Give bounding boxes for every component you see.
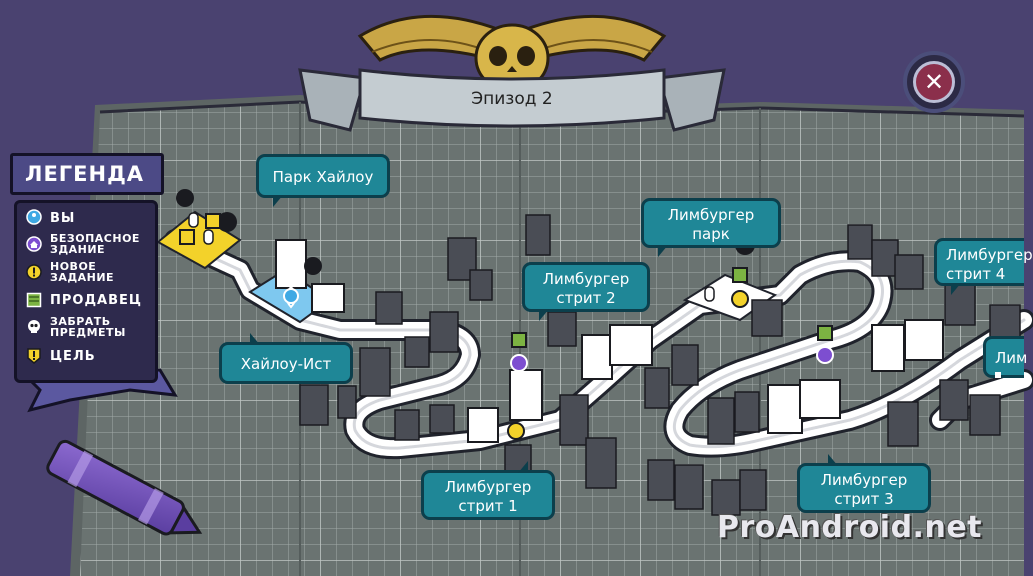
vendor-marker[interactable] (511, 267, 833, 348)
safe-house-icon (25, 235, 43, 253)
legend-panel: ВЫ БЕЗОПАСНОЕ ЗДАНИЕ НОВОЕ ЗАДАНИЕ ПРОДА… (14, 200, 158, 383)
new-quest-icon (25, 263, 43, 281)
you-marker-icon (25, 209, 43, 227)
close-button[interactable]: ✕ (903, 51, 965, 113)
legend-item-vendor: ПРОДАВЕЦ (25, 289, 159, 311)
legend-item-you: ВЫ (25, 207, 159, 229)
safe-house-marker[interactable] (510, 346, 834, 372)
city-buildings (176, 189, 1021, 516)
location-label-limburger-partial[interactable]: Лим (983, 336, 1027, 378)
player-you-marker[interactable] (283, 285, 299, 309)
legend-item-new-quest: НОВОЕ ЗАДАНИЕ (25, 259, 159, 285)
location-label-park-hailou[interactable]: Парк Хайлоу (256, 154, 390, 207)
vendor-icon (25, 291, 43, 309)
new-quest-marker[interactable] (507, 290, 749, 440)
map-markers (179, 213, 834, 440)
location-label-limburger-street-1[interactable]: Лимбургер стрит 1 (421, 461, 555, 520)
legend-item-objective: ЦЕЛЬ (25, 345, 159, 367)
location-label-hailou-east[interactable]: Хайлоу-Ист (219, 333, 353, 384)
park-hailou-zone[interactable] (156, 210, 242, 270)
objective-marker[interactable] (179, 213, 221, 245)
legend-item-safe-house: БЕЗОПАСНОЕ ЗДАНИЕ (25, 231, 159, 257)
pickup-items-icon (25, 318, 43, 336)
location-label-limburger-park[interactable]: Лимбургер парк (641, 198, 781, 257)
objective-icon (25, 347, 43, 365)
episode-banner (298, 14, 726, 132)
location-label-limburger-street-4[interactable]: Лимбургер стрит 4 (934, 238, 1033, 295)
episode-title: Эпизод 2 (471, 89, 553, 109)
legend-item-pickup-items: ЗАБРАТЬ ПРЕДМЕТЫ (25, 314, 159, 340)
legend-title: ЛЕГЕНДА (10, 153, 164, 195)
location-label-limburger-street-3[interactable]: Лимбургер стрит 3 (797, 454, 931, 513)
location-label-limburger-street-2[interactable]: Лимбургер стрит 2 (522, 262, 650, 321)
close-icon: ✕ (913, 61, 955, 103)
crayon-decoration (46, 439, 203, 536)
watermark-text: ProAndroid.net (716, 510, 982, 545)
